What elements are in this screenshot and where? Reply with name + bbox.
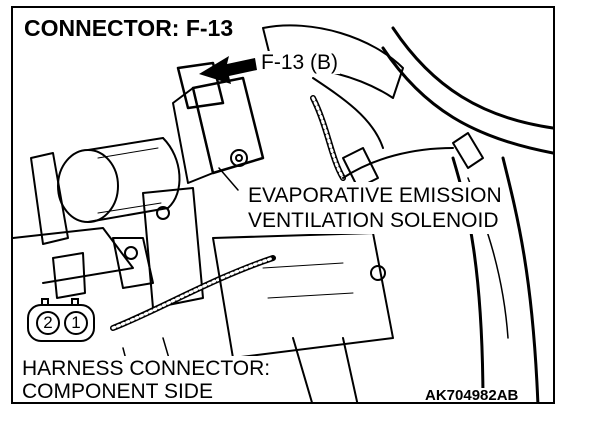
connector-latch-tab	[41, 298, 49, 306]
connector-latch-tab	[71, 298, 79, 306]
component-label-line-2: VENTILATION SOLENOID	[248, 209, 499, 232]
harness-connector-label: HARNESS CONNECTOR: COMPONENT SIDE	[19, 356, 274, 403]
connector-title: CONNECTOR: F-13	[21, 16, 237, 41]
callout-arrow	[199, 56, 257, 84]
component-label-line-1: EVAPORATIVE EMISSION	[248, 184, 502, 207]
component-label: EVAPORATIVE EMISSION VENTILATION SOLENOI…	[245, 182, 505, 234]
harness-label-line-2: COMPONENT SIDE	[22, 380, 213, 403]
connector-pin-2: 2	[36, 311, 60, 335]
harness-label-line-1: HARNESS CONNECTOR:	[22, 357, 271, 380]
diagram-frame: CONNECTOR: F-13 F-13 (B) EVAPORATIVE EMI…	[11, 6, 555, 404]
figure-code: AK704982AB	[423, 387, 521, 404]
connector-callout-label: F-13 (B)	[259, 51, 341, 74]
connector-pin-1: 1	[64, 311, 88, 335]
